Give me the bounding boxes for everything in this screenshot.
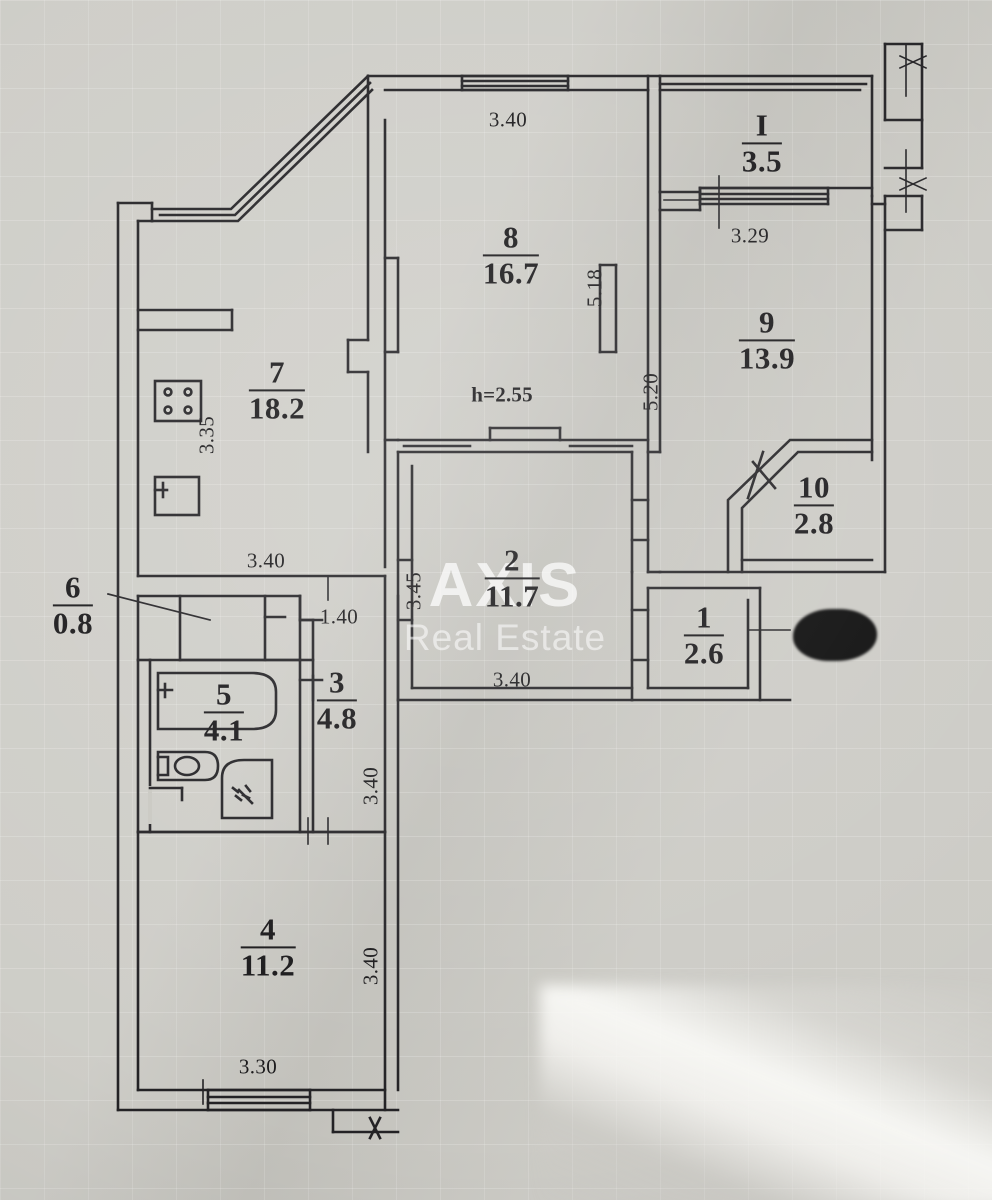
room-number: 5 <box>216 676 232 712</box>
dimension-room9-height: 5.20 <box>638 372 663 412</box>
room-label-3: 3 4.8 <box>316 664 358 735</box>
dimension-balcony-width: 3.29 <box>730 223 770 248</box>
dimension-room4-height: 3.40 <box>358 946 383 986</box>
room-label-1: 1 2.6 <box>683 599 725 670</box>
room-label-2: 2 11.7 <box>484 542 540 613</box>
dimension-room4-width: 3.30 <box>238 1054 278 1079</box>
room-area: 13.9 <box>738 339 796 375</box>
room-label-10: 10 2.8 <box>793 469 835 540</box>
room-area: 0.8 <box>52 604 94 640</box>
room-area: 11.7 <box>484 577 540 613</box>
room-number: 6 <box>65 569 81 605</box>
room-area: 2.6 <box>683 634 725 670</box>
dimension-corridor-short: 1.40 <box>319 604 359 629</box>
room-label-4: 4 11.2 <box>240 911 296 982</box>
room-label-7: 7 18.2 <box>248 354 306 425</box>
dimension-room7-height: 3.35 <box>194 415 219 455</box>
room-number: 4 <box>259 911 276 947</box>
room-number: 2 <box>503 542 520 578</box>
room-label-balcony: I 3.5 <box>741 107 783 178</box>
redaction-blob <box>793 609 877 661</box>
room-area: 3.5 <box>741 142 783 178</box>
room-number: I <box>755 107 769 143</box>
dimension-room2-width: 3.40 <box>492 667 532 692</box>
room-area: 2.8 <box>793 504 835 540</box>
dimension-room8-height: 5.18 <box>582 268 607 308</box>
room-area: 16.7 <box>482 254 540 290</box>
dimension-room3-height: 3.40 <box>358 766 383 806</box>
room-label-5: 5 4.1 <box>203 676 245 747</box>
room-area: 11.2 <box>240 946 296 982</box>
room-label-8: 8 16.7 <box>482 219 540 290</box>
ceiling-height-note: h=2.55 <box>471 382 533 407</box>
room-area: 4.1 <box>203 711 245 747</box>
room-number: 1 <box>696 599 712 635</box>
room-area: 4.8 <box>316 699 358 735</box>
room-number: 3 <box>329 664 345 700</box>
dimension-top-room8: 3.40 <box>488 107 528 132</box>
room-number: 10 <box>798 469 830 505</box>
dimension-room7-width: 3.40 <box>246 548 286 573</box>
room-number: 9 <box>759 304 775 340</box>
room-area: 18.2 <box>248 389 306 425</box>
room-label-6: 6 0.8 <box>52 569 94 640</box>
room-number: 7 <box>269 354 285 390</box>
room-number: 8 <box>503 219 519 255</box>
room-label-9: 9 13.9 <box>738 304 796 375</box>
dimension-room2-height: 3.45 <box>401 571 426 611</box>
